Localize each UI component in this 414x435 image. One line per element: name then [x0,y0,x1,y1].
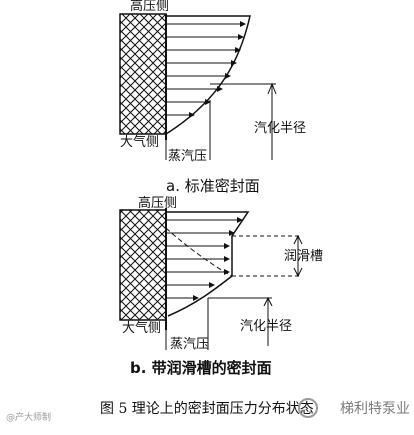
seal-face-b [119,209,167,321]
steam-pressure-label-a: 蒸汽压 [168,149,208,164]
watermark-left: @产大师制 [6,413,52,423]
pressure-arrows-a [166,21,246,118]
figure-title: 图 5 理论上的密封面压力分布状态 [100,401,314,417]
watermark-right: 梯利特泵业 [340,401,410,417]
high-pressure-label-a: 高压侧 [130,0,170,14]
steam-pressure-label-b: 蒸汽压 [170,337,210,352]
high-pressure-label-b: 高压侧 [138,196,178,211]
caption-a: a. 标准密封面 [166,177,260,195]
seal-face-a [119,13,167,135]
pressure-curve-b [166,211,250,317]
wechat-icon [298,398,318,418]
atmosphere-label-a: 大气侧 [120,135,160,150]
vapor-radius-label-b: 汽化半径 [240,319,293,334]
atmosphere-label-b: 大气侧 [122,321,162,336]
caption-b: b. 带润滑槽的密封面 [130,359,272,377]
pressure-curve-a [165,15,251,135]
pressure-arrows-b [166,217,243,301]
reference-curve-b [165,227,233,277]
vapor-radius-label-a: 汽化半径 [254,121,307,136]
groove-label-b: 润滑槽 [284,249,324,264]
